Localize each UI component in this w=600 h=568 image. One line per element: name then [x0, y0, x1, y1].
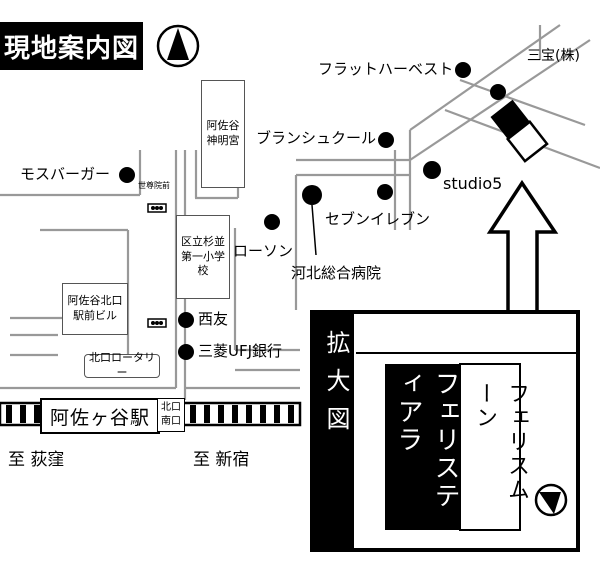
mufg-label: 三菱UFJ銀行	[198, 342, 283, 360]
rotary-label: 北口ロータリー	[89, 351, 155, 379]
felice-tiara-label: フェリスティアラ	[393, 370, 460, 510]
north-south-exit-box: 北口南口	[157, 398, 185, 432]
station-box: 阿佐ヶ谷駅	[40, 398, 160, 434]
to-ogikubo-label: 至 荻窪	[8, 450, 65, 470]
seven-eleven-marker	[377, 184, 393, 200]
mufg-marker	[178, 344, 194, 360]
to-shinjuku-label: 至 新宿	[193, 450, 250, 470]
shinmeigu-label: 阿佐谷神明宮	[206, 119, 240, 147]
school-label: 区立杉並第一小学校	[181, 234, 225, 278]
station-building-label: 阿佐谷北口駅前ビル	[67, 294, 123, 322]
target-building-marker	[490, 99, 549, 163]
mitakara-label: 三宝(株)	[527, 48, 580, 64]
crossing-label: 世尊院前	[138, 181, 170, 190]
rotary-box: 北口ロータリー	[84, 351, 160, 379]
kahoku-hospital-marker	[302, 185, 322, 205]
shinmeigu-box: 阿佐谷神明宮	[201, 80, 245, 188]
flat-harvest-marker	[455, 62, 471, 78]
felice-moon-label: フェリスムーン	[472, 382, 529, 502]
studio5-marker	[423, 161, 441, 179]
traffic-signal-1	[147, 203, 167, 213]
lawson-marker	[264, 214, 280, 230]
seiyu-marker	[178, 312, 194, 328]
brancscool-label: ブランシュクール	[256, 129, 377, 147]
mos-burger-marker	[119, 167, 135, 183]
studio5-label: studio5	[443, 174, 503, 193]
north-compass-icon	[156, 24, 200, 68]
inset-label: 拡大図	[322, 330, 350, 444]
direction-arrow	[486, 179, 559, 314]
brancscool-marker	[378, 132, 394, 148]
map-title: 現地案内図	[0, 22, 143, 70]
mitakara-marker	[490, 84, 506, 100]
seiyu-label: 西友	[198, 310, 229, 328]
lawson-label: ローソン	[233, 242, 294, 260]
school-box: 区立杉並第一小学校	[176, 215, 230, 299]
seven-eleven-label: セブンイレブン	[325, 210, 431, 228]
flat-harvest-label: フラットハーベスト	[318, 60, 454, 78]
mos-burger-label: モスバーガー	[20, 165, 111, 183]
kahoku-hospital-label: 河北総合病院	[291, 264, 382, 282]
station-building-box: 阿佐谷北口駅前ビル	[62, 283, 128, 335]
traffic-signal-2	[147, 318, 167, 328]
hospital-leader-line	[311, 204, 317, 256]
inset-frame	[310, 310, 580, 552]
